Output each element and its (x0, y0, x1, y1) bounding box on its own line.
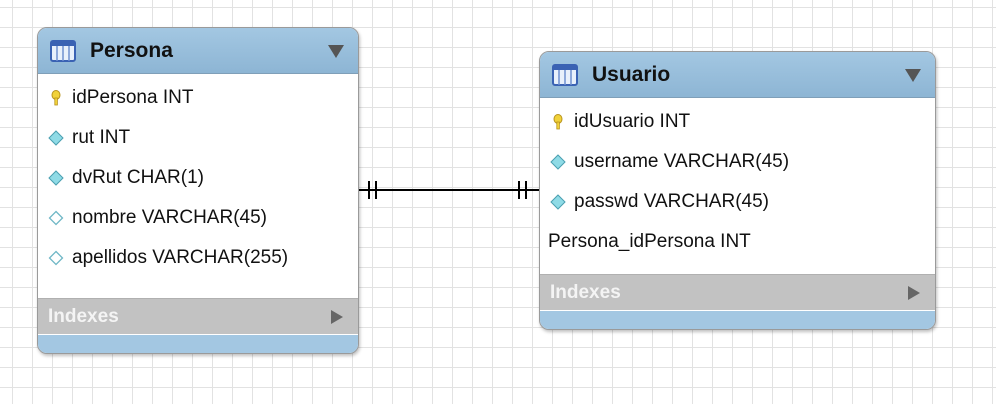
table-usuario[interactable]: Usuario idUsuario INT username VARCHAR(4… (539, 51, 936, 330)
table-footer (38, 335, 358, 353)
column-row[interactable]: passwd VARCHAR(45) (540, 182, 935, 222)
indexes-label: Indexes (550, 281, 621, 303)
column-row[interactable]: nombre VARCHAR(45) (38, 198, 358, 238)
column-label: rut INT (72, 127, 131, 148)
primary-key-icon (553, 114, 563, 130)
column-label: dvRut CHAR(1) (72, 167, 204, 188)
column-row[interactable]: dvRut CHAR(1) (38, 158, 358, 198)
primary-key-icon (51, 90, 61, 106)
indexes-section[interactable]: Indexes (38, 298, 358, 334)
column-row[interactable]: username VARCHAR(45) (540, 142, 935, 182)
expand-arrow-icon[interactable] (330, 309, 344, 325)
column-label: idPersona INT (72, 87, 194, 108)
column-row[interactable]: rut INT (38, 118, 358, 158)
column-label: nombre VARCHAR(45) (72, 207, 267, 228)
column-row[interactable]: Persona_idPersona INT (540, 222, 935, 262)
column-label: passwd VARCHAR(45) (574, 191, 769, 212)
table-header[interactable]: Persona (38, 28, 358, 74)
column-row[interactable]: apellidos VARCHAR(255) (38, 238, 358, 278)
column-label: apellidos VARCHAR(255) (72, 247, 289, 268)
expand-arrow-icon[interactable] (907, 285, 921, 301)
filled-diamond-icon (48, 130, 64, 146)
column-label: username VARCHAR(45) (574, 151, 790, 172)
column-label: Persona_idPersona INT (548, 231, 751, 252)
hollow-diamond-icon (48, 210, 64, 226)
column-label: idUsuario INT (574, 111, 691, 132)
column-row[interactable]: idPersona INT (38, 78, 358, 118)
table-header[interactable]: Usuario (540, 52, 935, 98)
column-list: idPersona INT rut INT dvRut CHAR(1) nomb… (38, 74, 358, 278)
indexes-section[interactable]: Indexes (540, 274, 935, 310)
filled-diamond-icon (48, 170, 64, 186)
column-row[interactable]: idUsuario INT (540, 102, 935, 142)
table-persona[interactable]: Persona idPersona INT rut INT (37, 27, 359, 354)
table-title: Usuario (592, 62, 671, 86)
indexes-label: Indexes (48, 305, 119, 327)
table-footer (540, 311, 935, 329)
table-title: Persona (90, 38, 173, 62)
hollow-diamond-icon (48, 250, 64, 266)
filled-diamond-icon (550, 194, 566, 210)
filled-diamond-icon (550, 154, 566, 170)
collapse-triangle-icon[interactable] (326, 42, 346, 60)
collapse-triangle-icon[interactable] (903, 66, 923, 84)
table-icon (552, 63, 578, 86)
column-list: idUsuario INT username VARCHAR(45) passw… (540, 98, 935, 262)
table-icon (50, 39, 76, 62)
